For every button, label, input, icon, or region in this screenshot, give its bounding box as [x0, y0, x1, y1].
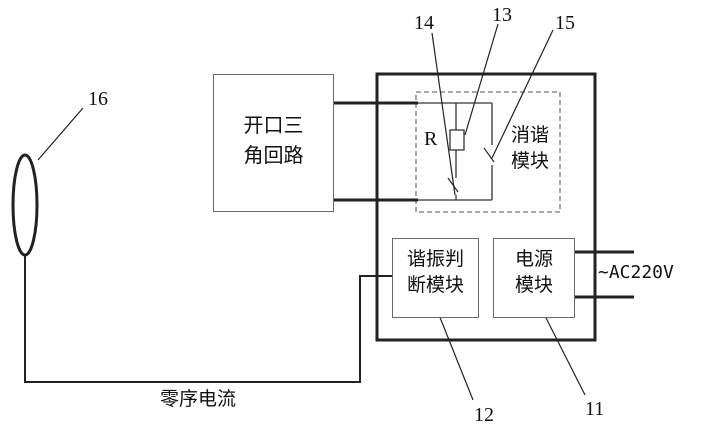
- harmonic-module-label: 消谐 模块: [510, 124, 549, 172]
- resonance-judge-label: 谐振判 断模块: [406, 248, 464, 296]
- callout-15: 15: [555, 12, 575, 34]
- ac-input-label: ~AC220V: [598, 262, 674, 283]
- zero-seq-wire: [24, 255, 392, 383]
- harmonic-circuit: [418, 102, 495, 201]
- resistor-symbol: [449, 129, 465, 151]
- resonance-judge-block: [392, 238, 479, 318]
- leader-lines: [37, 23, 586, 401]
- ct-ring: [11, 153, 39, 257]
- callout-12: 12: [474, 404, 494, 426]
- main-enclosure: [375, 72, 597, 342]
- power-module-label: 电源 模块: [514, 248, 553, 296]
- open-delta-loop-block: [213, 74, 334, 212]
- callout-14: 14: [414, 12, 434, 34]
- callout-13: 13: [492, 4, 512, 26]
- open-delta-loop-label: 开口三 角回路: [243, 113, 304, 167]
- zero-seq-current-label: 零序电流: [160, 388, 237, 410]
- harmonic-module-boundary: [415, 91, 561, 213]
- resistor-label: R: [424, 128, 438, 150]
- callout-11: 11: [585, 398, 605, 420]
- power-module-block: [493, 238, 575, 318]
- callout-16: 16: [88, 88, 108, 110]
